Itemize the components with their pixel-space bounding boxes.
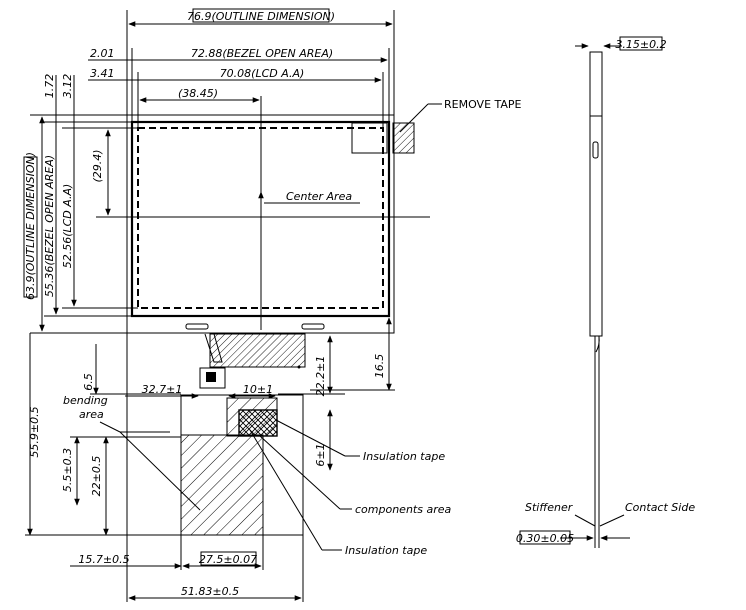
components-area-block xyxy=(238,409,278,437)
slot-left xyxy=(185,323,209,330)
fpc-dimensions: 55.9±0.5 6.5 32.7±1 10±1 22.2±1 16.5 5.5… xyxy=(25,317,395,602)
outline-width-label: 76.9(OUTLINE DIMENSION) xyxy=(187,10,335,23)
remove-tape-label: REMOVE TAPE xyxy=(444,98,522,111)
dim-15-7-label: 15.7±0.5 xyxy=(78,553,129,566)
lcd-height-label: 52.56(LCD A.A) xyxy=(61,184,74,269)
remove-tape-outline xyxy=(351,122,388,154)
bending-area-label-1: bending xyxy=(63,394,108,407)
dim-5-5-label: 5.5±0.3 xyxy=(61,448,74,492)
bending-area-label-2: area xyxy=(79,408,104,421)
tape-width-label: 10±1 xyxy=(243,383,273,396)
front-view xyxy=(96,96,430,334)
bend-x-label: 32.7±1 xyxy=(142,383,183,396)
bezel-offset-x-label: 2.01 xyxy=(90,47,115,60)
bending-fold xyxy=(204,333,223,363)
remove-tape-area xyxy=(392,122,415,154)
bezel-width-label: 72.88(BEZEL OPEN AREA) xyxy=(191,47,333,60)
dim-16-5-label: 16.5 xyxy=(373,354,386,379)
center-x-label: (38.45) xyxy=(178,87,218,100)
dim-22-label: 22±0.5 xyxy=(90,456,103,497)
lcd-width-label: 70.08(LCD A.A) xyxy=(220,67,305,80)
callouts: REMOVE TAPE Center Area bending area Ins… xyxy=(63,98,522,557)
dim-27-5-label: 27.5±0.07 xyxy=(199,553,257,566)
outline-height-label: 63.9(OUTLINE DIMENSION) xyxy=(24,152,37,300)
bezel-height-label: 55.36(BEZEL OPEN AREA) xyxy=(43,155,56,297)
fpc-tail xyxy=(180,333,306,536)
lcd-offset-x-label: 3.41 xyxy=(90,67,115,80)
contact-side-label: Contact Side xyxy=(625,501,695,514)
thickness-label: 3.15±0.2 xyxy=(615,38,666,51)
slot-right xyxy=(301,323,325,330)
dim-22-2-label: 22.2±1 xyxy=(314,356,327,397)
stiffener-label: Stiffener xyxy=(525,501,574,514)
connector-box xyxy=(199,367,226,389)
dim-51-83-label: 51.83±0.5 xyxy=(181,585,239,598)
side-view: 3.15±0.2 0.30±0.05 Stiffener Contact Sid… xyxy=(516,36,695,548)
fpc-upper xyxy=(209,333,306,368)
components-area-label: components area xyxy=(355,503,451,516)
insulation-tape-label-1: Insulation tape xyxy=(363,450,445,463)
top-dimensions: 76.9(OUTLINE DIMENSION) 2.01 72.88(BEZEL… xyxy=(88,8,395,128)
insulation-tape-label-2: Insulation tape xyxy=(345,544,427,557)
side-body xyxy=(589,51,603,337)
side-notch xyxy=(592,141,599,159)
lcd-offset-y-label: 3.12 xyxy=(61,74,74,99)
left-dimensions: 63.9(OUTLINE DIMENSION) 1.72 55.36(BEZEL… xyxy=(23,74,138,334)
center-y-label: (29.4) xyxy=(91,149,104,182)
bend-height-label: 6.5 xyxy=(82,373,95,391)
stiffener-thickness-label: 0.30±0.05 xyxy=(516,532,574,545)
insulation-tape-bottom xyxy=(180,434,264,536)
bezel-offset-y-label: 1.72 xyxy=(43,74,56,99)
connector-square xyxy=(206,372,216,382)
dim-6-label: 6±1 xyxy=(314,443,327,466)
fpc-dot xyxy=(297,365,301,369)
center-area-label: Center Area xyxy=(286,190,352,203)
fpc-length-label: 55.9±0.5 xyxy=(28,406,41,457)
